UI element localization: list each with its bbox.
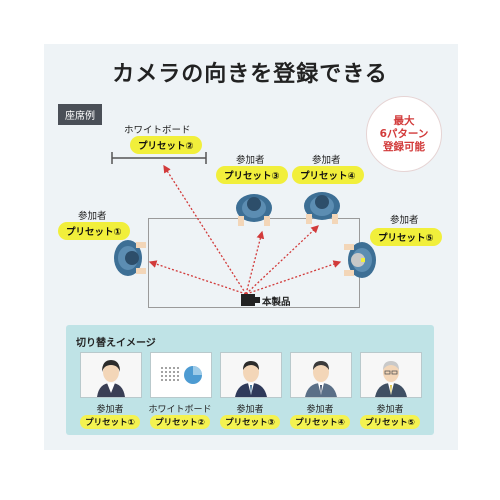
preset-4-thumbnail [290, 352, 352, 398]
max-patterns-badge: 最大 6パターン 登録可能 [366, 96, 442, 172]
participant-1-label: 参加者 [78, 211, 107, 222]
person-senior-icon [361, 353, 421, 397]
person-male-icon [221, 353, 281, 397]
participant-4-label: 参加者 [312, 155, 341, 166]
camera-icon [241, 294, 260, 306]
preset-5-thumbnail [360, 352, 422, 398]
preset-3-thumbnail [220, 352, 282, 398]
person-male-icon [291, 353, 351, 397]
preset-2-thumbnail [150, 352, 212, 398]
seat-example-tag: 座席例 [58, 104, 102, 125]
whiteboard-label: ホワイトボード [124, 125, 191, 136]
participant-3-label: 参加者 [236, 155, 265, 166]
page-title: カメラの向きを登録できる [112, 62, 388, 87]
participant-5-preset-badge: プリセット⑤ [370, 228, 442, 246]
badge-line-2: 6パターン [379, 127, 429, 140]
preset-3-badge: プリセット③ [220, 415, 280, 429]
switch-image-title: 切り替えイメージ [76, 338, 156, 349]
badge-line-3: 登録可能 [383, 140, 425, 153]
preset-4-label: 参加者 [306, 405, 334, 415]
preset-4-badge: プリセット④ [290, 415, 350, 429]
preset-1-badge: プリセット① [80, 415, 140, 429]
preset-1-label: 参加者 [96, 405, 124, 415]
preset-2-badge: プリセット② [150, 415, 210, 429]
participant-3-preset-badge: プリセット③ [216, 166, 288, 184]
preset-1-thumbnail [80, 352, 142, 398]
person-4-icon [304, 192, 340, 224]
person-3-icon [236, 194, 272, 226]
preset-3-label: 参加者 [236, 405, 264, 415]
product-label: 本製品 [262, 297, 291, 308]
whiteboard-preset-badge: プリセット② [130, 136, 202, 154]
person-5-icon [344, 242, 376, 278]
preset-5-label: 参加者 [376, 405, 404, 415]
person-1-icon [114, 240, 146, 276]
participant-4-preset-badge: プリセット④ [292, 166, 364, 184]
participant-5-label: 参加者 [390, 215, 419, 226]
direction-arrows [148, 164, 342, 295]
person-female-icon [81, 353, 141, 397]
badge-line-1: 最大 [393, 114, 415, 127]
preset-2-label: ホワイトボード [148, 405, 212, 415]
preset-5-badge: プリセット⑤ [360, 415, 420, 429]
participant-1-preset-badge: プリセット① [58, 222, 130, 240]
whiteboard-icon [151, 353, 211, 397]
whiteboard-icon [111, 152, 207, 164]
